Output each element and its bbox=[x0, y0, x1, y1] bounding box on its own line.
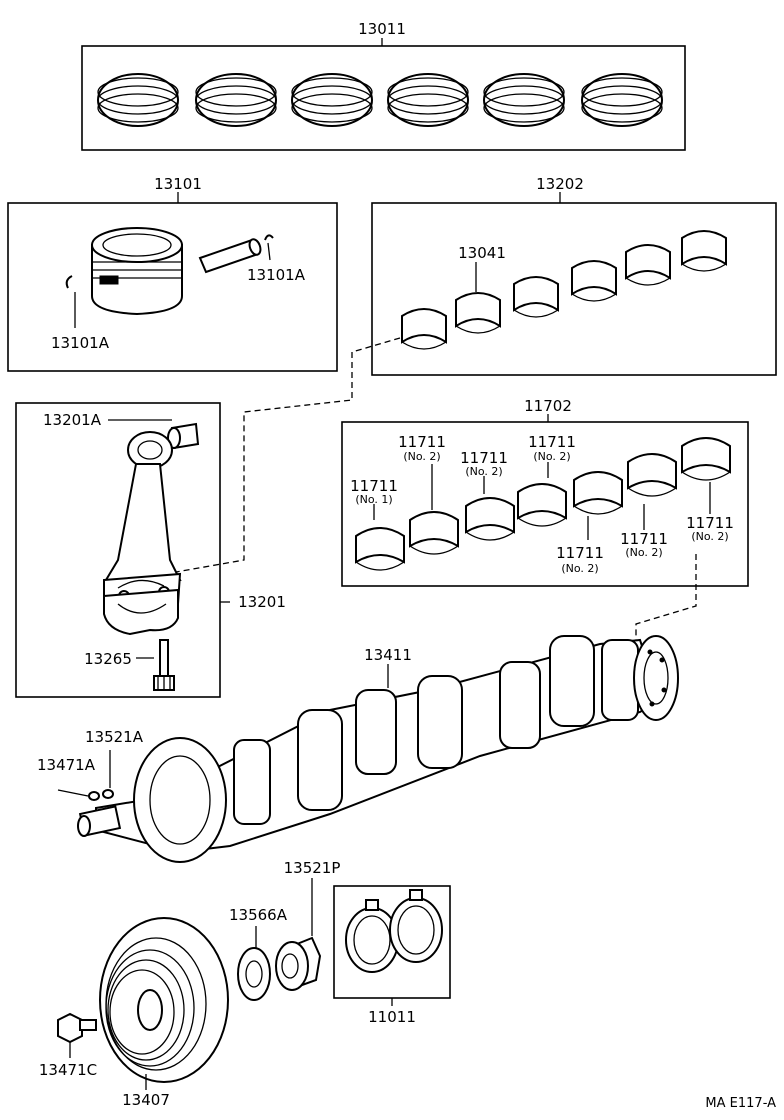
conrod-cap-part bbox=[103, 588, 179, 636]
drive-gear-part bbox=[237, 947, 271, 1001]
main-bearing-note: (No. 1) bbox=[355, 493, 392, 506]
label-piston-ring-set: 13011 bbox=[358, 20, 406, 38]
piston-group bbox=[7, 192, 338, 372]
main-bearing-label-2: 11711 (No. 2) bbox=[398, 433, 446, 463]
crankshaft-group bbox=[57, 635, 679, 863]
label-thrust-washer-set: 11011 bbox=[368, 1008, 416, 1026]
main-bearing-label-5: 11711 (No. 2) bbox=[556, 544, 604, 575]
conrod-group bbox=[15, 402, 230, 698]
main-bearing-code: 11711 bbox=[686, 514, 734, 532]
main-bearing-code: 11711 bbox=[620, 530, 668, 548]
pin-key-part bbox=[88, 789, 114, 801]
label-conrod-bush: 13201A bbox=[43, 411, 102, 429]
conrod-bearing-box bbox=[371, 202, 777, 376]
thrust-washer-parts bbox=[345, 889, 443, 973]
piston-ring-set-box bbox=[81, 45, 686, 151]
main-bearing-note: (No. 2) bbox=[403, 450, 440, 463]
main-bearing-note: (No. 2) bbox=[691, 530, 728, 543]
conrod-part bbox=[103, 431, 182, 612]
main-bearing-group bbox=[341, 414, 749, 587]
main-bearing-label-6: 11711 (No. 2) bbox=[620, 530, 668, 559]
label-oil-pump-drive-gear: 13566A bbox=[229, 906, 288, 924]
main-bearing-code: 11711 bbox=[460, 449, 508, 467]
piston-box bbox=[7, 202, 338, 372]
conrod-bearing-group bbox=[371, 192, 777, 376]
main-bearing-label-7: 11711 (No. 2) bbox=[686, 514, 734, 543]
label-snap-ring-left: 13101A bbox=[51, 334, 110, 352]
main-bearing-parts bbox=[355, 437, 731, 571]
main-bearing-label-1: 11711 (No. 1) bbox=[350, 477, 398, 506]
conrod-bearing-parts bbox=[401, 230, 727, 350]
main-bearing-code: 11711 bbox=[556, 544, 604, 562]
label-snap-ring-right: 13101A bbox=[247, 266, 306, 284]
snap-ring-right-part bbox=[264, 234, 274, 241]
label-piston-sub-assy: 13101 bbox=[154, 175, 202, 193]
label-conrod-bearing-set: 13202 bbox=[536, 175, 584, 193]
label-main-bearing-set: 11702 bbox=[524, 397, 572, 415]
main-bearing-box bbox=[341, 421, 749, 587]
label-conrod-sub-assy: 13201 bbox=[238, 593, 286, 611]
conrod-box bbox=[15, 402, 221, 698]
conrod-bearing-leader bbox=[175, 337, 401, 573]
diagram-code: MA E117-A bbox=[705, 1096, 776, 1111]
label-crank-pulley: 13407 bbox=[122, 1091, 170, 1109]
piston-ring-set-parts bbox=[97, 73, 663, 127]
conrod-bush-part bbox=[167, 422, 200, 450]
piston-pin-part bbox=[198, 238, 262, 274]
main-bearing-code: 11711 bbox=[350, 477, 398, 495]
piston-part bbox=[91, 227, 183, 316]
main-bearing-label-3: 11711 (No. 2) bbox=[460, 449, 508, 478]
main-bearing-note: (No. 2) bbox=[533, 450, 570, 463]
pulley-bolt-part bbox=[57, 1012, 97, 1044]
front-parts-group bbox=[57, 878, 451, 1090]
main-bearing-label-4: 11711 (No. 2) bbox=[528, 433, 576, 463]
crankshaft-part bbox=[77, 635, 679, 863]
label-timing-gear-key: 13521A bbox=[85, 728, 144, 746]
label-pulley-bolt: 13471C bbox=[39, 1061, 97, 1079]
label-conrod-bolt: 13265 bbox=[84, 650, 132, 668]
main-bearing-note: (No. 2) bbox=[561, 562, 598, 575]
snap-ring-left-part bbox=[65, 275, 73, 289]
main-bearing-note: (No. 2) bbox=[465, 465, 502, 478]
label-conrod-bearing: 13041 bbox=[458, 244, 506, 262]
main-bearing-note: (No. 2) bbox=[625, 546, 662, 559]
main-bearing-code: 11711 bbox=[528, 433, 576, 451]
crank-pulley-part bbox=[99, 917, 229, 1083]
label-pin-key: 13471A bbox=[37, 756, 96, 774]
main-bearing-code: 11711 bbox=[398, 433, 446, 451]
crank-gear-part bbox=[275, 936, 322, 991]
label-crankshaft: 13411 bbox=[364, 646, 412, 664]
label-crank-gear: 13521P bbox=[284, 859, 341, 877]
labels-group: 13011 13101 13101A 13101A 13202 13041 13… bbox=[37, 20, 776, 1111]
main-bearing-leader bbox=[635, 554, 697, 650]
piston-ring-set-group bbox=[81, 38, 686, 151]
conrod-bolt-part bbox=[153, 639, 175, 691]
